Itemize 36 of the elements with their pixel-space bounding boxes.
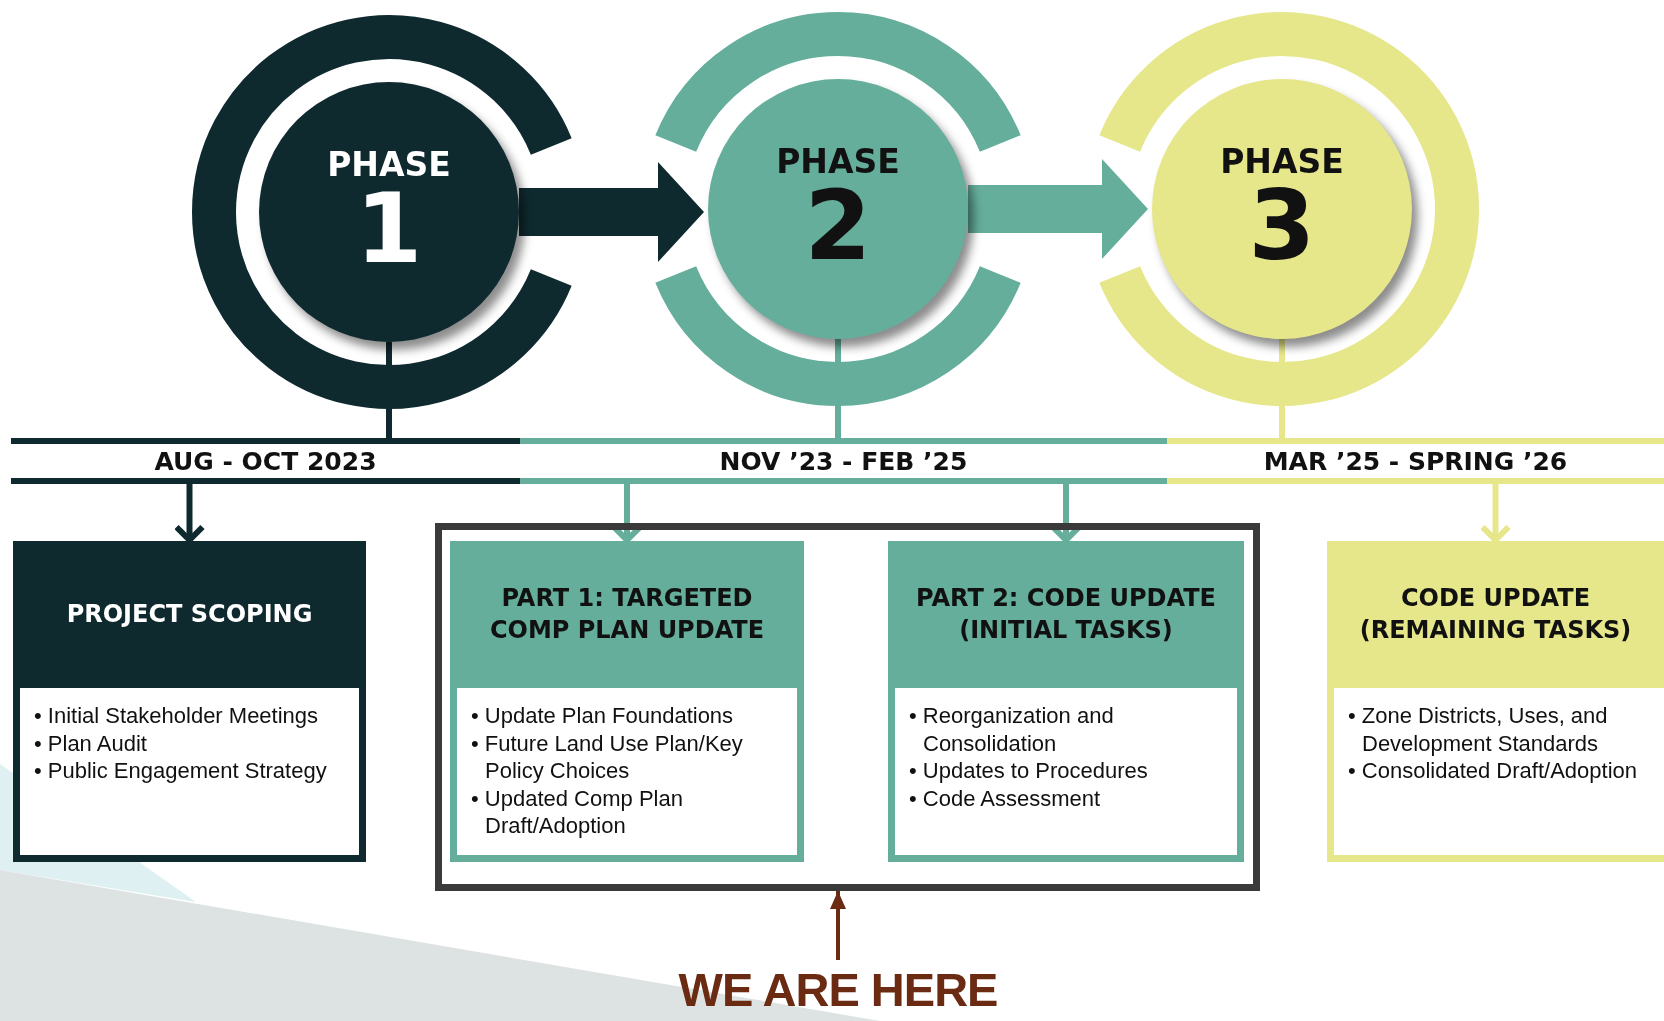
group-frame — [435, 523, 1260, 891]
arrow — [519, 162, 704, 262]
bullet-item: • Initial Stakeholder Meetings — [34, 702, 320, 730]
status-text: WE ARE HERE — [660, 960, 1016, 1018]
bullet-item: • Updated Comp Plan Draft/Adoption — [471, 784, 684, 840]
bullet-item: • Reorganization and Consolidation — [909, 702, 1115, 757]
arrow — [611, 484, 643, 543]
phase-card — [888, 541, 1244, 862]
phase-number: 1 — [355, 180, 423, 277]
phase-number: 2 — [804, 177, 872, 274]
connector-line — [386, 342, 392, 438]
date-range: AUG - OCT 2023 — [11, 438, 520, 484]
bullet-item: • Future Land Use Plan/Key Policy Choices — [471, 729, 744, 785]
bullet-item: • Plan Audit — [34, 729, 148, 757]
phase-card — [450, 541, 804, 862]
arrow — [173, 484, 206, 543]
arrow — [968, 159, 1148, 259]
date-range: MAR ’25 - SPRING ’26 — [1167, 438, 1664, 484]
connector-line — [1279, 339, 1285, 438]
phase-card — [1327, 541, 1664, 862]
arrow — [1479, 484, 1512, 543]
phase-label: PHASE — [776, 144, 900, 178]
arrow — [1050, 484, 1082, 543]
bullet-item: • Consolidated Draft/Adoption — [1348, 757, 1638, 785]
phase-number: 3 — [1248, 177, 1316, 274]
phase-label: PHASE — [1220, 144, 1344, 178]
date-range: NOV ’23 - FEB ’25 — [520, 438, 1167, 484]
bullet-item: • Updates to Procedures — [909, 757, 1149, 785]
bullet-item: • Code Assessment — [909, 784, 1102, 812]
bullet-item: • Zone Districts, Uses, and Development Standards — [1348, 702, 1609, 757]
phase-card — [13, 541, 366, 862]
phase-label: PHASE — [327, 147, 451, 181]
bullet-item: • Update Plan Foundations — [471, 702, 735, 730]
arrow — [830, 891, 846, 960]
connector-line — [835, 339, 841, 438]
bullet-item: • Public Engagement Strategy — [34, 757, 328, 785]
